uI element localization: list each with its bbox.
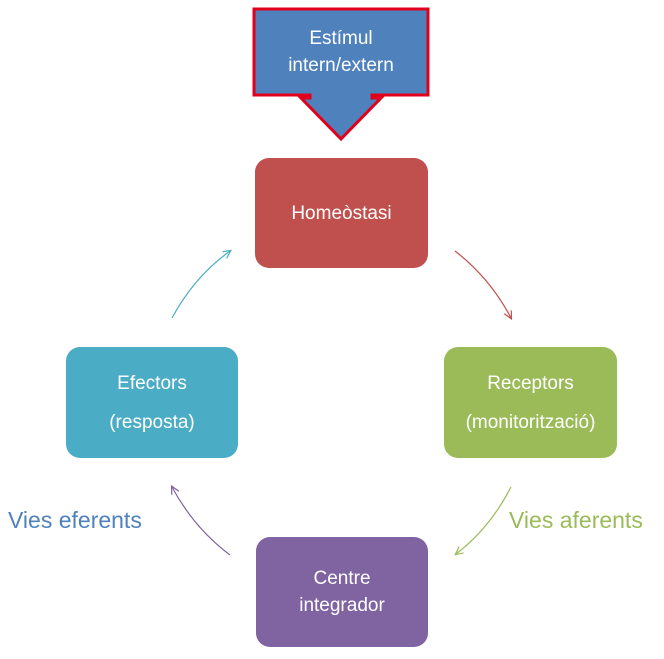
stimulus-line2: intern/extern bbox=[288, 55, 394, 76]
label-vies-aferents: Vies aferents bbox=[509, 507, 643, 533]
arrow-receptors-to-centre bbox=[456, 486, 512, 554]
node-centre-line2: integrador bbox=[299, 595, 385, 616]
stimulus-arrow-shape bbox=[252, 7, 430, 142]
node-homeostasi: Homeòstasi bbox=[255, 158, 428, 268]
node-centre-integrador: Centre integrador bbox=[256, 537, 428, 647]
arrow-centre-to-efectors bbox=[172, 487, 231, 556]
node-receptors: Receptors (monitorització) bbox=[444, 347, 617, 458]
node-efectors-subtitle: (resposta) bbox=[109, 411, 195, 433]
arrow-homeostasi-to-receptors bbox=[454, 250, 511, 318]
stimulus-line1: Estímul bbox=[309, 28, 373, 49]
node-efectors: Efectors (resposta) bbox=[66, 347, 238, 458]
label-vies-eferents: Vies eferents bbox=[8, 507, 142, 533]
node-centre-line1: Centre bbox=[313, 568, 371, 589]
stimulus-label: Estímul intern/extern bbox=[255, 10, 427, 94]
node-homeostasi-label: Homeòstasi bbox=[291, 202, 392, 224]
node-receptors-subtitle: (monitorització) bbox=[465, 411, 596, 433]
node-efectors-title: Efectors bbox=[117, 372, 187, 394]
arrow-efectors-to-homeostasi bbox=[171, 251, 230, 319]
node-receptors-title: Receptors bbox=[487, 372, 574, 394]
